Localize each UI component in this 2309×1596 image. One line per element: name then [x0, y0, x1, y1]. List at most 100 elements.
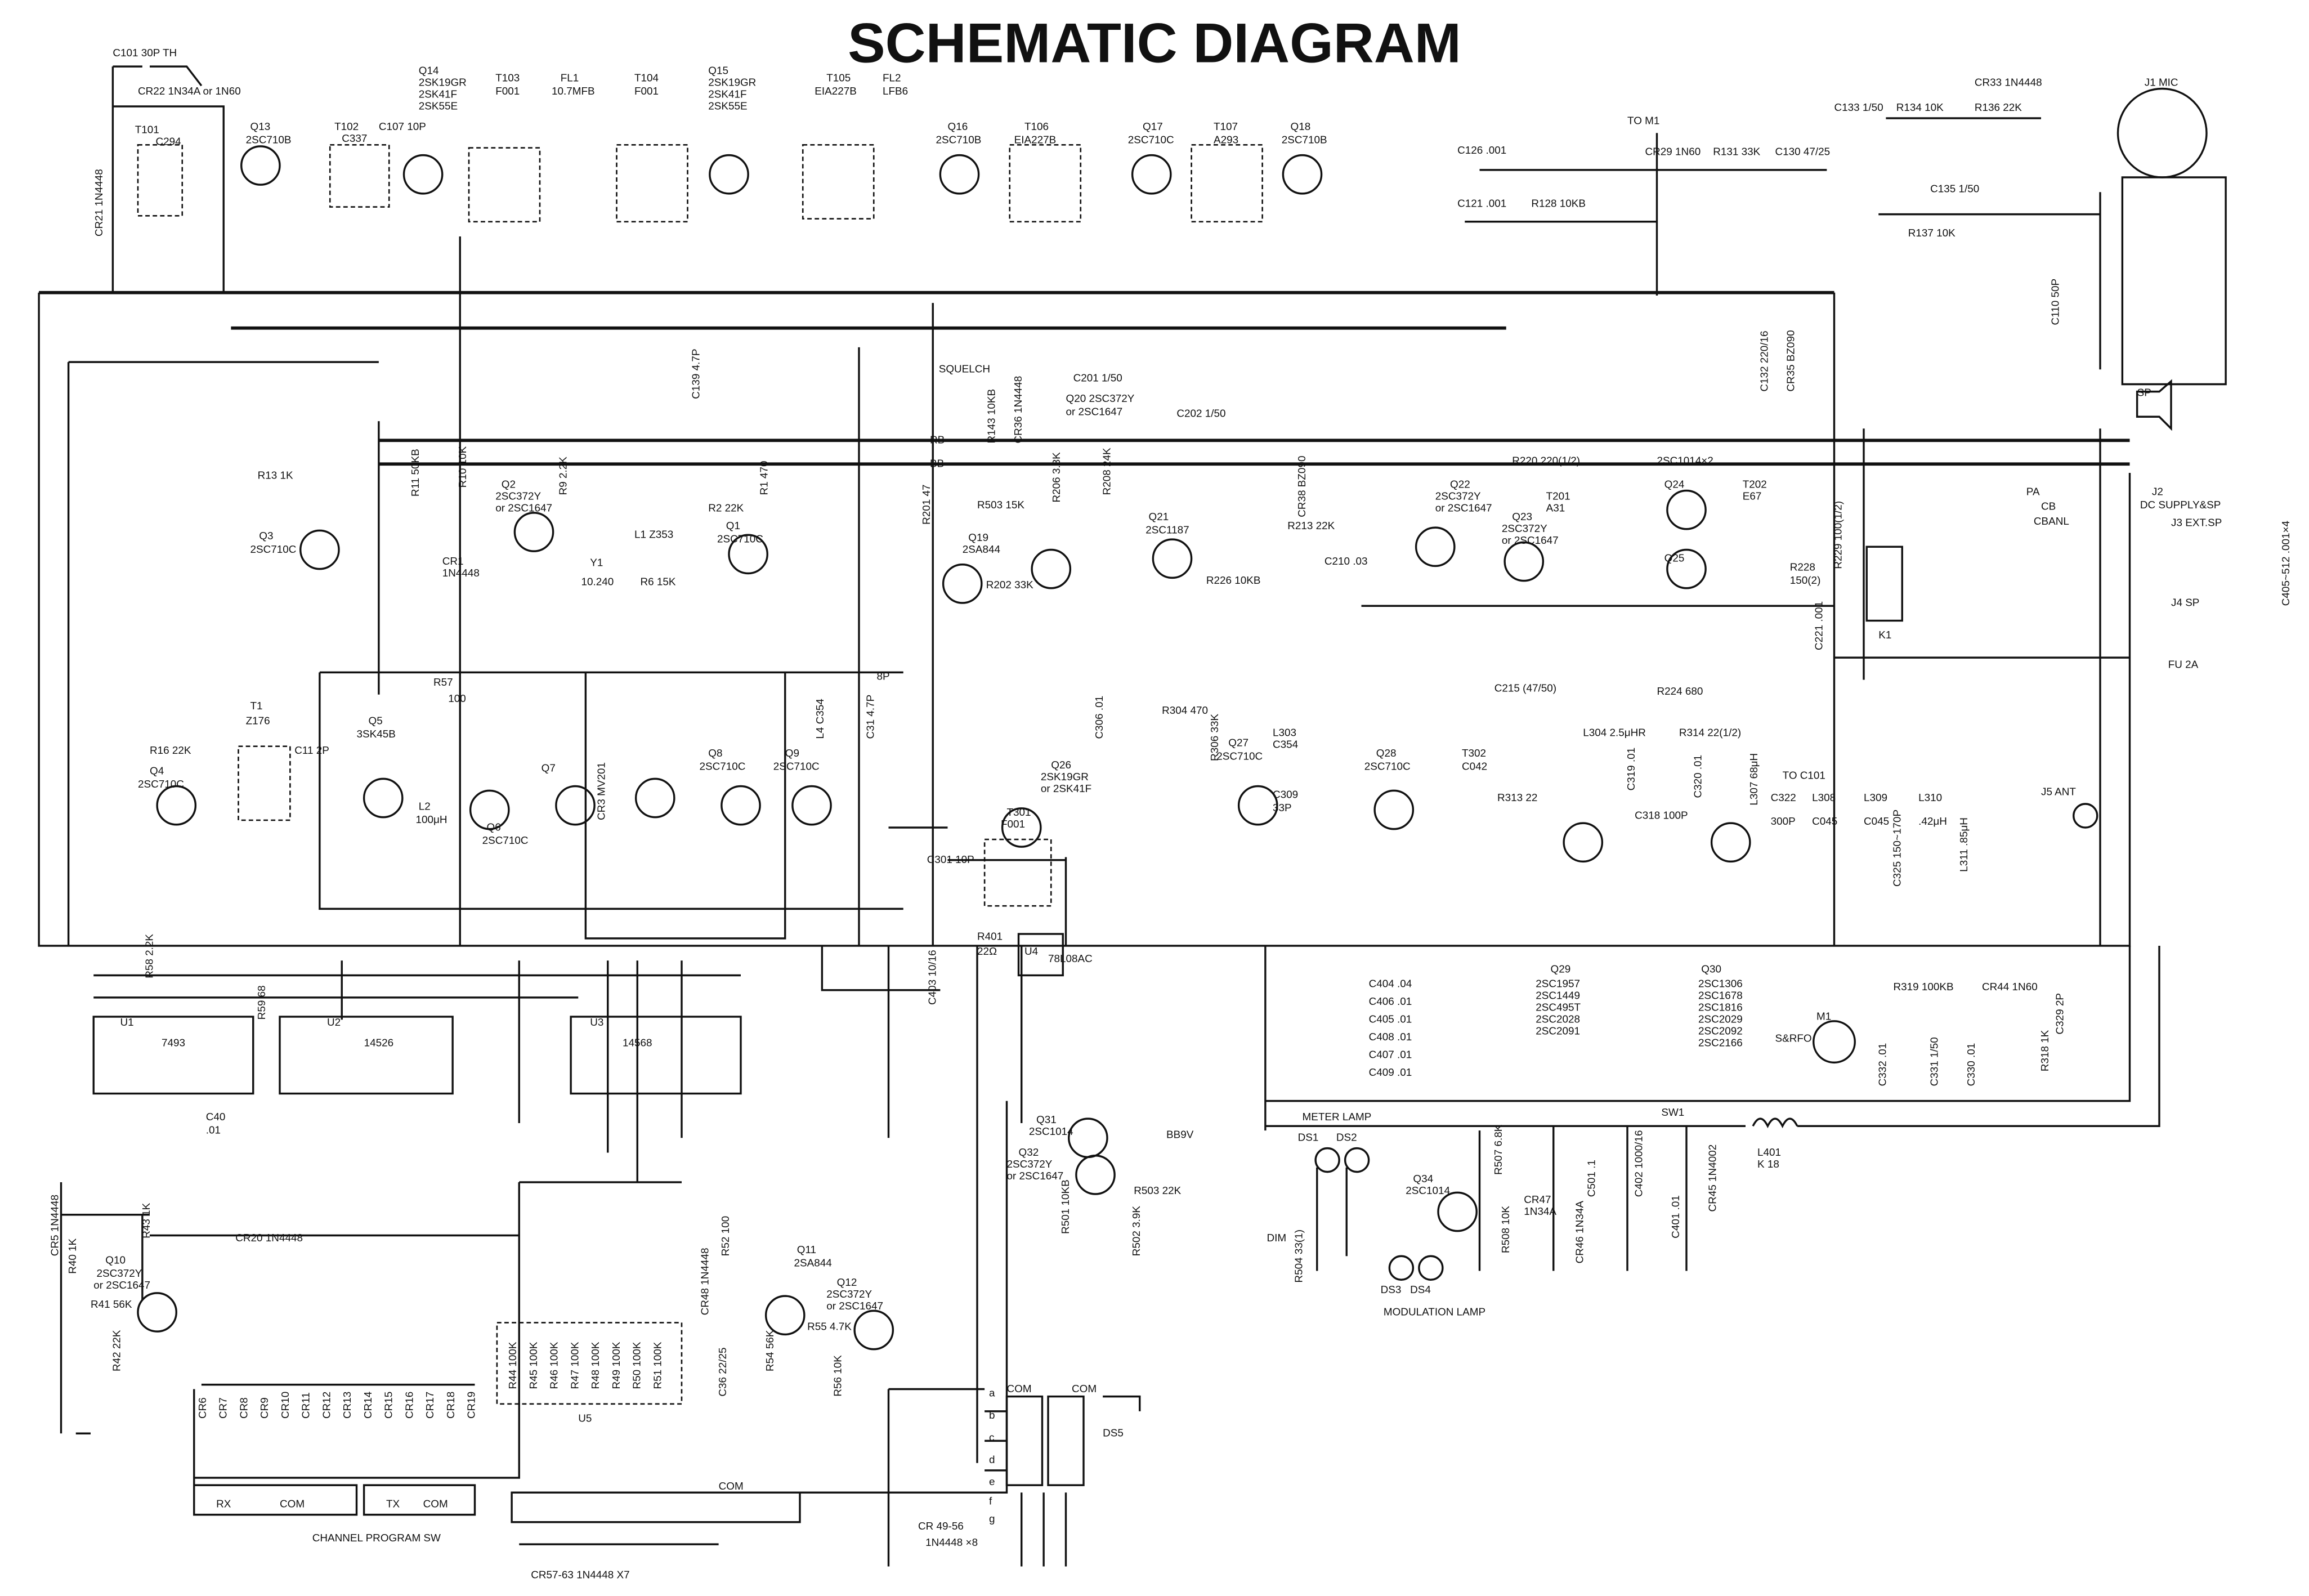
- lamp-ds3: [1388, 1255, 1415, 1281]
- component-label: CR16: [404, 1392, 415, 1419]
- relay-k1: [1865, 546, 1903, 622]
- transformer-shield: [983, 838, 1052, 907]
- component-label: K 18: [1757, 1159, 1779, 1170]
- transistor-symbol: [1152, 538, 1193, 579]
- transistor-symbol: [555, 785, 596, 826]
- component-label: Q10: [105, 1254, 126, 1266]
- component-label: 2SA844: [963, 544, 1000, 556]
- component-label: 2SC1678: [1698, 990, 1743, 1002]
- transistor-symbol: [942, 564, 983, 604]
- component-label: CR9: [259, 1397, 271, 1419]
- component-label: C045: [1864, 816, 1889, 828]
- ic-u2-14526: [279, 1016, 454, 1095]
- component-label: U3: [590, 1017, 603, 1029]
- component-label: 2SC1014: [1029, 1126, 1073, 1138]
- component-label: Q12: [837, 1277, 857, 1289]
- transistor-symbol: [853, 1309, 894, 1351]
- component-label: 2SC372Y: [495, 490, 541, 502]
- component-label: C11 2P: [294, 745, 329, 757]
- component-label: C354: [1273, 739, 1298, 750]
- component-label: R48 100K: [590, 1342, 602, 1389]
- seven-segment-digit-2: [1047, 1395, 1085, 1486]
- component-label: CR33 1N4448: [1975, 77, 2042, 88]
- component-label: L311 .85μH: [1958, 817, 1970, 872]
- component-label: SW1: [1661, 1107, 1684, 1119]
- antenna-connector-j5: [2073, 803, 2098, 829]
- component-label: DS2: [1336, 1132, 1357, 1144]
- component-label: R504 33(1): [1294, 1230, 1305, 1283]
- component-label: COM: [1007, 1383, 1032, 1395]
- component-label: R50 100K: [632, 1342, 643, 1389]
- component-label: C110 50P: [2050, 279, 2062, 325]
- component-label: RB: [930, 435, 945, 446]
- component-label: e: [989, 1476, 995, 1488]
- component-label: C139 4.7P: [691, 348, 702, 399]
- seven-segment-digit-1: [1005, 1395, 1044, 1486]
- component-label: Q29: [1551, 963, 1571, 975]
- meter-m1: [1813, 1020, 1856, 1064]
- component-label: CB: [2041, 501, 2056, 513]
- component-label: 2SC1014×2: [1657, 455, 1713, 467]
- component-label: C330 .01: [1966, 1043, 1977, 1087]
- component-label: 2SC710C: [1216, 750, 1263, 762]
- component-label: R44 100K: [507, 1342, 519, 1389]
- component-label: C36 22/25: [717, 1347, 729, 1396]
- component-label: R319 100KB: [1894, 981, 1954, 993]
- component-label: L310: [1918, 792, 1942, 804]
- component-label: 2SC1187: [1145, 525, 1189, 537]
- component-label: L1 Z353: [634, 529, 673, 541]
- transistor-symbol: [363, 777, 404, 819]
- component-label: 2SC710C: [717, 533, 763, 545]
- component-label: CR48 1N4448: [699, 1248, 711, 1316]
- component-label: U1: [120, 1017, 134, 1029]
- component-label: R201 47: [921, 484, 933, 524]
- component-label: CR21 1N4448: [93, 169, 105, 236]
- component-label: C329 2P: [2054, 993, 2066, 1035]
- component-label: T1: [250, 700, 263, 712]
- component-label: 2SC710C: [1364, 761, 1411, 773]
- component-label: C331 1/50: [1928, 1037, 1940, 1086]
- component-label: PA: [2026, 486, 2040, 498]
- component-label: 2SA844: [794, 1258, 832, 1269]
- component-label: Q8: [708, 748, 722, 759]
- component-label: 2SC710B: [1282, 135, 1327, 146]
- component-label: CR11: [301, 1392, 312, 1419]
- component-label: CR17: [424, 1392, 436, 1419]
- component-label: T103: [495, 72, 520, 84]
- component-label: 2SK55E: [419, 100, 458, 112]
- transistor-symbol: [709, 154, 749, 195]
- component-label: R137 10K: [1908, 227, 1956, 239]
- component-label: C401 .01: [1670, 1195, 1682, 1239]
- component-label: R202 33K: [986, 579, 1033, 591]
- component-label: R56 10K: [833, 1355, 844, 1397]
- component-label: C407 .01: [1369, 1049, 1412, 1061]
- lamp-ds2: [1344, 1147, 1370, 1173]
- component-label: CR45 1N4002: [1707, 1145, 1719, 1212]
- component-label: TO M1: [1627, 115, 1659, 127]
- component-label: 2SC710C: [482, 835, 529, 847]
- component-label: CR5 1N4448: [49, 1195, 61, 1256]
- component-label: 2SK41F: [708, 88, 746, 100]
- component-label: 2SC710C: [250, 544, 297, 556]
- component-label: R42 22K: [111, 1330, 123, 1371]
- transistor-symbol: [1001, 807, 1042, 848]
- component-label: R318 1K: [2039, 1030, 2051, 1071]
- component-label: CR22 1N34A or 1N60: [138, 86, 241, 97]
- component-label: J5 ANT: [2041, 786, 2076, 798]
- component-label: C318 100P: [1635, 810, 1688, 821]
- component-label: R304 470: [1162, 705, 1208, 717]
- component-label: 2SC2091: [1536, 1026, 1580, 1038]
- component-label: C404 .04: [1369, 978, 1412, 990]
- component-label: .42μH: [1918, 816, 1947, 828]
- component-label: 78L08AC: [1048, 953, 1093, 965]
- component-label: C319 .01: [1626, 748, 1637, 791]
- component-label: 1N4448: [442, 567, 480, 579]
- transistor-symbol: [299, 529, 340, 570]
- component-label: 100: [448, 693, 466, 705]
- component-label: Y1: [590, 557, 603, 569]
- component-label: DIM: [1267, 1232, 1287, 1244]
- component-label: Q34: [1413, 1173, 1433, 1185]
- component-label: Q11: [797, 1244, 816, 1256]
- component-label: 14526: [364, 1038, 394, 1049]
- component-label: CR6: [197, 1397, 209, 1419]
